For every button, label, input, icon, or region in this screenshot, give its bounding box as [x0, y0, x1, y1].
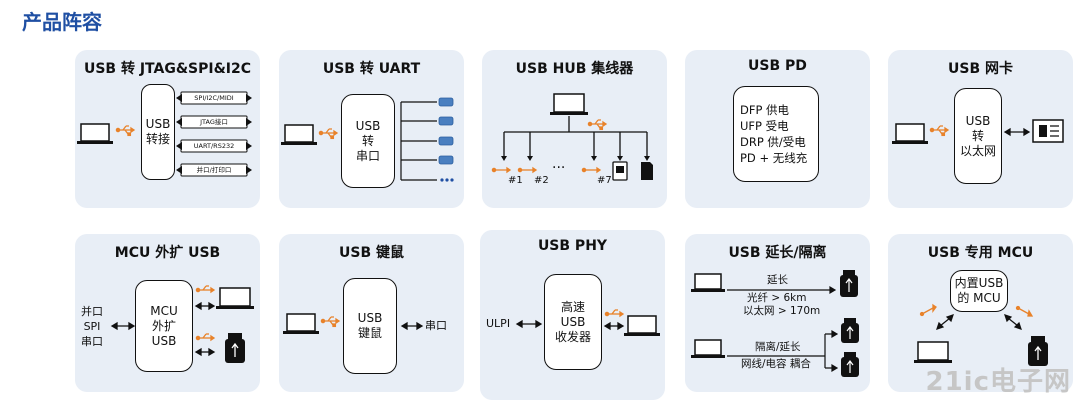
isolate-label: 隔离/延长 [755, 341, 801, 353]
dedicated-mcu-box: 内置USB 的 MCU [950, 270, 1008, 312]
usb-drive-icon [225, 333, 245, 363]
usb-ethernet-box: USB 转 以太网 [954, 88, 1002, 184]
usb-port-icons [491, 166, 602, 174]
card-title: USB PHY [537, 238, 608, 254]
card-title: MCU 外扩 USB [114, 245, 221, 261]
bidirectional-arrow [603, 321, 625, 331]
card-title: USB PD [748, 58, 807, 74]
card-title: USB 专用 MCU [927, 245, 1034, 261]
usb-drive-icon [840, 270, 858, 297]
card-title: USB 键鼠 [339, 245, 404, 261]
usb-icon [115, 125, 136, 137]
card-reader-icon [612, 161, 628, 181]
more-dots-icon [440, 178, 454, 182]
laptop-icon [624, 315, 660, 336]
bidirectional-arrow [1003, 127, 1031, 137]
usb-icon [587, 119, 608, 131]
usb-icon [929, 125, 950, 137]
mcu-ext-box: MCU 外扩 USB [135, 280, 193, 372]
serial-bus-lines [400, 101, 437, 181]
card-title: USB HUB 集线器 [515, 61, 634, 77]
arrow-heads [176, 94, 252, 174]
card-title: USB 延长/隔离 [728, 245, 827, 261]
port-label-7: #7 [597, 175, 612, 186]
laptop-icon [914, 341, 952, 363]
arrow-label-uart: UART/RS232 [193, 142, 235, 150]
card-mcu-ext-usb: MCU 外扩 USB 并口 SPI 串口 MCU 外扩 USB [75, 234, 260, 392]
laptop-icon [691, 339, 725, 358]
card-usb-keyboard-mouse: USB 键鼠 USB 键鼠 串口 [279, 234, 464, 392]
watermark: 21ic电子网 [925, 367, 1071, 397]
arrow-label-spi: SPI/I2C/MIDI [194, 94, 234, 102]
pd-mode-drp: DRP 供/受电 [740, 135, 806, 149]
card-usb-phy: USB PHY ULPI 高速 USB 收发器 [480, 230, 665, 400]
arrow-heads [501, 156, 650, 161]
page-title: 产品阵容 [22, 10, 102, 34]
sd-card-icon [641, 162, 653, 180]
card-title: USB 网卡 [948, 61, 1013, 77]
card-usb-to-jtag: USB 转 JTAG&SPI&I2C USB 转接 SPI/I2C/MIDI J… [75, 50, 260, 208]
laptop-icon [77, 123, 113, 144]
port-label-2: #2 [534, 175, 549, 186]
arrow-label-parallel: 并口/打印口 [196, 166, 232, 174]
laptop-icon [283, 313, 319, 334]
mcu-left-interfaces: 并口 SPI 串口 [81, 304, 103, 349]
bidirectional-arrow [515, 319, 543, 329]
usb-icon [320, 316, 341, 328]
laptop-icon [550, 93, 588, 115]
usb-icon [318, 128, 339, 140]
usb-uart-box: USB 转 串口 [341, 94, 395, 188]
bidirectional-arrows [936, 314, 1022, 330]
usb-icon [195, 285, 216, 342]
pd-mode-wireless: PD + 无线充 [740, 151, 808, 165]
card-usb-extend-isolate: USB 延长/隔离 [685, 234, 870, 392]
serial-port-icons [438, 97, 454, 165]
card-title: USB 转 UART [322, 61, 421, 77]
extend-label: 延长 [767, 274, 788, 286]
interface-spi: SPI [83, 320, 101, 333]
card-title: USB 转 JTAG&SPI&I2C [83, 61, 252, 77]
isolate-detail: 网线/电容 耦合 [741, 358, 811, 370]
card-usb-netcard: USB 网卡 USB 转 以太网 [888, 50, 1073, 208]
phy-box: 高速 USB 收发器 [544, 274, 602, 370]
interface-parallel: 并口 [81, 305, 103, 318]
usb-drive-icon [841, 352, 859, 377]
port-label-1: #1 [508, 175, 523, 186]
usb-bridge-box: USB 转接 [141, 84, 175, 180]
card-usb-pd: USB PD DFP 供电 UFP 受电 DRP 供/受电 PD + 无线充 [685, 50, 870, 208]
pd-modes-box: DFP 供电 UFP 受电 DRP 供/受电 PD + 无线充 [733, 86, 819, 182]
pd-mode-ufp: UFP 受电 [740, 119, 789, 133]
extend-ethernet: 以太网 > 170m [743, 305, 821, 317]
card-usb-to-uart: USB 转 UART USB 转 串口 [279, 50, 464, 208]
laptop-icon [216, 287, 254, 309]
usb-drive-icon [841, 318, 859, 343]
usb-icon [604, 309, 625, 318]
extend-fiber: 光纤 > 6km [747, 292, 807, 304]
usb-kbd-box: USB 键鼠 [343, 278, 397, 374]
laptop-icon [281, 124, 317, 145]
serial-label: 串口 [425, 319, 447, 332]
arrow-label-jtag: JTAG接口 [200, 118, 228, 126]
laptop-icon [892, 123, 928, 144]
hub-tree-lines [503, 116, 648, 158]
port-ellipsis: ... [552, 156, 566, 172]
bidirectional-arrow [400, 321, 424, 331]
pd-mode-dfp: DFP 供电 [740, 103, 790, 117]
laptop-icon [691, 273, 725, 292]
card-usb-hub: USB HUB 集线器 [482, 50, 667, 208]
interface-serial: 串口 [81, 335, 103, 348]
ulpi-label: ULPI [486, 317, 511, 330]
ethernet-port-icon [1032, 119, 1064, 143]
